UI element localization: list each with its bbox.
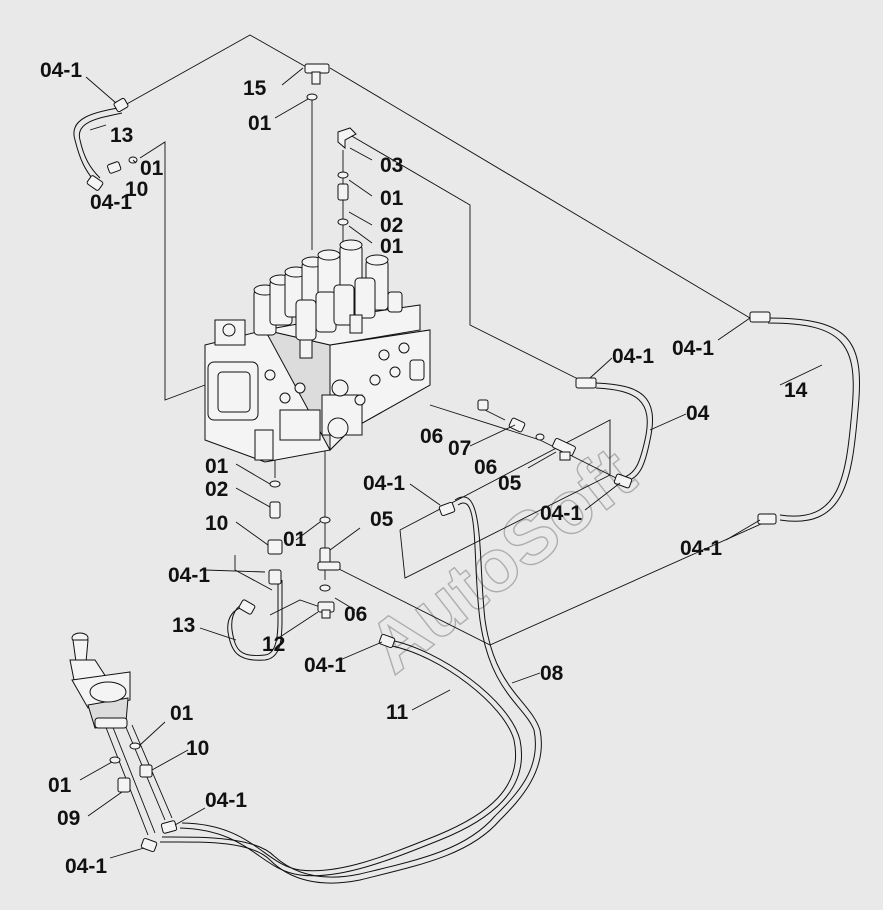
callout-01: 01 bbox=[170, 702, 194, 725]
hose-08 bbox=[159, 496, 542, 884]
o-ring-01-pilot-a bbox=[129, 742, 141, 750]
hose-end-14-top bbox=[749, 311, 771, 323]
hose-14 bbox=[767, 317, 861, 522]
callout-03: 03 bbox=[380, 154, 403, 177]
o-ring-01-pilot-b bbox=[109, 756, 121, 764]
pilot-valve-lines bbox=[104, 724, 173, 836]
fitting-09-pilot bbox=[117, 777, 131, 793]
o-ring-01-a bbox=[337, 171, 349, 179]
callout-15: 15 bbox=[243, 77, 267, 100]
callout-04-1: 04-1 bbox=[363, 472, 405, 495]
elbow-03 bbox=[337, 127, 357, 150]
o-ring-01-b bbox=[337, 218, 349, 226]
tee-fitting-05-right bbox=[552, 437, 576, 461]
adapter-02 bbox=[337, 183, 349, 201]
callout-11: 11 bbox=[386, 701, 409, 724]
callout-04-1: 04-1 bbox=[40, 59, 82, 82]
hose-end-11-top bbox=[378, 633, 396, 649]
fitting-07 bbox=[508, 417, 526, 433]
callout-06: 06 bbox=[344, 603, 367, 626]
callout-07: 07 bbox=[448, 437, 471, 460]
callout-01: 01 bbox=[283, 528, 307, 551]
adapter-02-left bbox=[269, 501, 281, 519]
callout-02: 02 bbox=[380, 214, 403, 237]
callout-13: 13 bbox=[110, 124, 133, 147]
callout-01: 01 bbox=[48, 774, 72, 797]
hose-end-04-1-pilot-a bbox=[160, 820, 178, 834]
hose-end-04-1-pilot-b bbox=[140, 837, 158, 853]
callout-04-1: 04-1 bbox=[90, 191, 132, 214]
callout-04-1: 04-1 bbox=[680, 537, 722, 560]
callout-14: 14 bbox=[784, 379, 808, 402]
hose-end-14-bottom bbox=[757, 513, 777, 525]
callout-04-1: 04-1 bbox=[304, 654, 346, 677]
callout-09: 09 bbox=[57, 807, 80, 830]
callout-01: 01 bbox=[380, 187, 404, 210]
port-fitting-right bbox=[477, 399, 489, 411]
callout-10: 10 bbox=[205, 512, 228, 535]
fitting-10-left bbox=[267, 539, 283, 555]
callout-04: 04 bbox=[686, 402, 710, 425]
callout-02: 02 bbox=[205, 478, 228, 501]
hose-13-top bbox=[73, 107, 123, 183]
callout-01: 01 bbox=[140, 157, 164, 180]
hose-11 bbox=[179, 639, 522, 877]
callout-13: 13 bbox=[172, 614, 195, 637]
leader-lines bbox=[79, 67, 823, 859]
watermark-text: AutoSoft bbox=[353, 431, 650, 689]
fitting-10-pilot bbox=[139, 764, 153, 778]
callout-04-1: 04-1 bbox=[612, 345, 654, 368]
callout-04-1: 04-1 bbox=[540, 502, 582, 525]
hose-end-13-lower bbox=[238, 599, 256, 615]
callout-10: 10 bbox=[125, 178, 148, 201]
hose-end-04-1-left bbox=[268, 569, 282, 585]
tee-fitting-15 bbox=[304, 63, 330, 85]
pilot-valve bbox=[69, 632, 131, 729]
hose-end-04-1-top bbox=[113, 97, 129, 113]
hose-13-lower bbox=[227, 580, 283, 661]
callout-10: 10 bbox=[186, 737, 209, 760]
o-ring-06-right bbox=[535, 433, 545, 441]
hose-end-08-top bbox=[438, 501, 456, 517]
tee-fitting-12 bbox=[317, 601, 335, 619]
o-ring-01-left bbox=[269, 480, 281, 488]
fitting-10-top bbox=[86, 156, 138, 191]
callout-04-1: 04-1 bbox=[65, 855, 107, 878]
callout-01: 01 bbox=[205, 455, 229, 478]
callout-12: 12 bbox=[262, 633, 285, 656]
callout-05: 05 bbox=[498, 472, 522, 495]
o-ring-01-center bbox=[319, 516, 331, 524]
callout-labels: 04-1 13 01 10 04-1 15 01 03 01 02 01 04-… bbox=[40, 59, 808, 878]
callout-01: 01 bbox=[248, 112, 272, 135]
o-ring-01-top bbox=[306, 93, 318, 101]
hose-end-04-top bbox=[575, 377, 597, 389]
o-ring-06-center bbox=[319, 584, 331, 592]
callout-06: 06 bbox=[474, 456, 497, 479]
tee-fitting-05-center bbox=[317, 547, 341, 571]
callout-05: 05 bbox=[370, 508, 394, 531]
callout-06: 06 bbox=[420, 425, 443, 448]
hose-04 bbox=[595, 382, 654, 483]
callout-08: 08 bbox=[540, 662, 564, 685]
callout-04-1: 04-1 bbox=[672, 337, 714, 360]
callout-04-1: 04-1 bbox=[205, 789, 247, 812]
callout-01: 01 bbox=[380, 235, 404, 258]
control-valve bbox=[204, 239, 431, 463]
callout-04-1: 04-1 bbox=[168, 564, 210, 587]
